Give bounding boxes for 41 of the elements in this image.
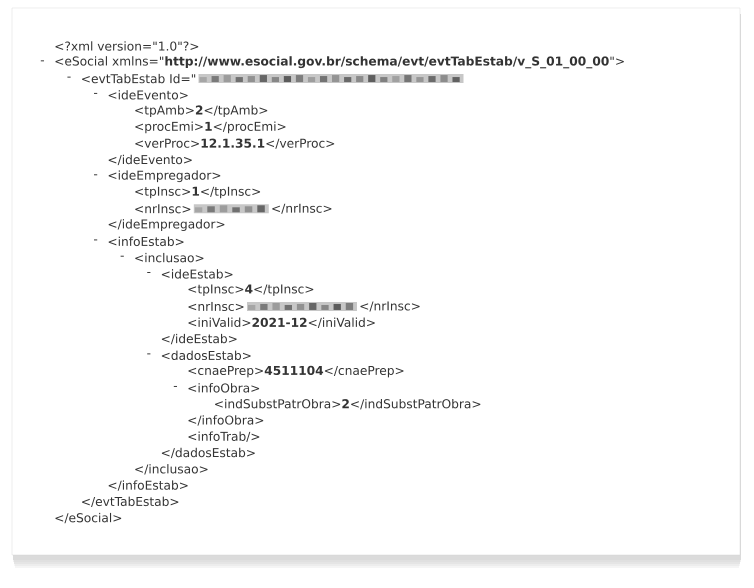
code-line: <nrInsc>	[188, 302, 244, 311]
code-line: <nrInsc>	[135, 204, 190, 214]
code-line: <ideEmpregador>	[108, 170, 220, 182]
code-line: <iniValid>2021-12</iniValid>	[188, 318, 375, 328]
collapse-toggle: -	[94, 239, 98, 240]
collapse-toggle: -	[120, 256, 124, 257]
code-line: </ideEmpregador>	[108, 219, 224, 231]
collapse-toggle: -	[147, 272, 150, 273]
code-line: <indSubstPatrObra>2</indSubstPatrObra>	[215, 398, 480, 410]
code-line: <ideEvento>	[108, 90, 188, 100]
code-line: <eSocial xmlns="http://www.esocial.gov.br/schema/evt/evtTabEstab/v_S_01_00_00">	[56, 56, 624, 68]
code-line: </evtTabEstab>	[82, 496, 178, 508]
code-line: <cnaePrep>4511104</cnaePrep>	[188, 366, 404, 378]
code-line: <infoEstab>	[108, 236, 184, 246]
code-line: <infoTrab/>	[188, 432, 260, 442]
code-line: <dadosEstab>	[162, 350, 251, 360]
collapse-toggle: -	[174, 386, 178, 387]
code-line: <ideEstab>	[162, 269, 232, 279]
code-line: <procEmi>1</procEmi>	[135, 121, 286, 134]
collapse-toggle: -	[67, 76, 71, 78]
code-line: </infoObra>	[188, 415, 264, 426]
code-line: </nrInsc>	[360, 301, 420, 312]
code-line: </inclusao>	[135, 464, 208, 474]
collapse-toggle: -	[94, 92, 98, 94]
code-line: </ideEvento>	[108, 154, 192, 166]
code-line: </ideEstab>	[162, 334, 237, 344]
code-line: </dadosEstab>	[162, 448, 255, 458]
code-line: <verProc>12.1.35.1</verProc>	[135, 138, 334, 149]
code-line: <tpAmb>2</tpAmb>	[135, 105, 268, 118]
code-line: </nrInsc>	[272, 204, 332, 214]
code-line: <inclusao>	[135, 252, 204, 262]
code-line: </infoEstab>	[108, 480, 188, 491]
code-line: <?xml version="1.0"?>	[56, 41, 198, 51]
code-line: </eSocial>	[56, 512, 122, 524]
code-line: <tpInsc>1</tpInsc>	[135, 186, 260, 198]
code-line: <infoObra>	[188, 383, 260, 393]
collapse-toggle: -	[40, 60, 44, 62]
code-line: <tpInsc>4</tpInsc>	[188, 284, 314, 296]
collapse-toggle: -	[147, 353, 150, 354]
code-line: <evtTabEstab Id="	[82, 74, 196, 84]
collapse-toggle: -	[94, 174, 98, 176]
